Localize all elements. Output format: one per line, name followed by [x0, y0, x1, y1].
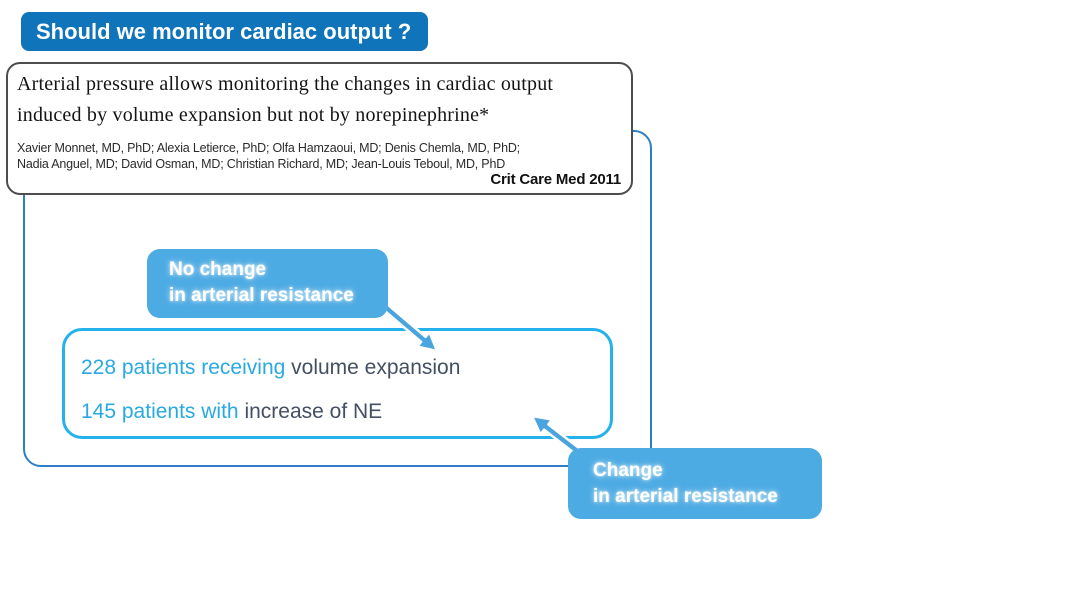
callout-no-change-line-1: No change: [169, 259, 267, 280]
callout-change-line-2: in arterial resistance: [593, 486, 778, 507]
study-row-1-rest: volume expansion: [285, 356, 461, 379]
paper-title-line-2: induced by volume expansion but not by n…: [17, 104, 490, 126]
study-summary-box: 228 patients receiving volume expansion …: [62, 328, 613, 439]
callout-change-line-1: Change: [593, 460, 663, 481]
paper-title-line-1: Arterial pressure allows monitoring the …: [17, 73, 554, 95]
slide-title-banner: Should we monitor cardiac output ?: [21, 12, 429, 51]
paper-citation-box: Arterial pressure allows monitoring the …: [6, 62, 633, 195]
paper-authors: Xavier Monnet, MD, PhD; Alexia Letierce,…: [17, 140, 621, 172]
paper-journal-reference: Crit Care Med 2011: [490, 171, 621, 188]
study-row-norepinephrine: 145 patients with increase of NE: [81, 399, 382, 425]
study-row-volume-expansion: 228 patients receiving volume expansion: [81, 355, 460, 381]
paper-authors-line-2: Nadia Anguel, MD; David Osman, MD; Chris…: [17, 157, 506, 171]
callout-no-change: No change in arterial resistance: [147, 249, 388, 318]
study-row-1-highlight: 228 patients receiving: [81, 356, 286, 379]
paper-title: Arterial pressure allows monitoring the …: [17, 69, 621, 131]
study-row-2-rest: increase of NE: [238, 400, 383, 423]
paper-authors-line-1: Xavier Monnet, MD, PhD; Alexia Letierce,…: [17, 141, 520, 155]
callout-change: Change in arterial resistance: [568, 448, 822, 519]
study-row-2-highlight: 145 patients with: [81, 400, 239, 423]
callout-no-change-line-2: in arterial resistance: [169, 285, 354, 306]
